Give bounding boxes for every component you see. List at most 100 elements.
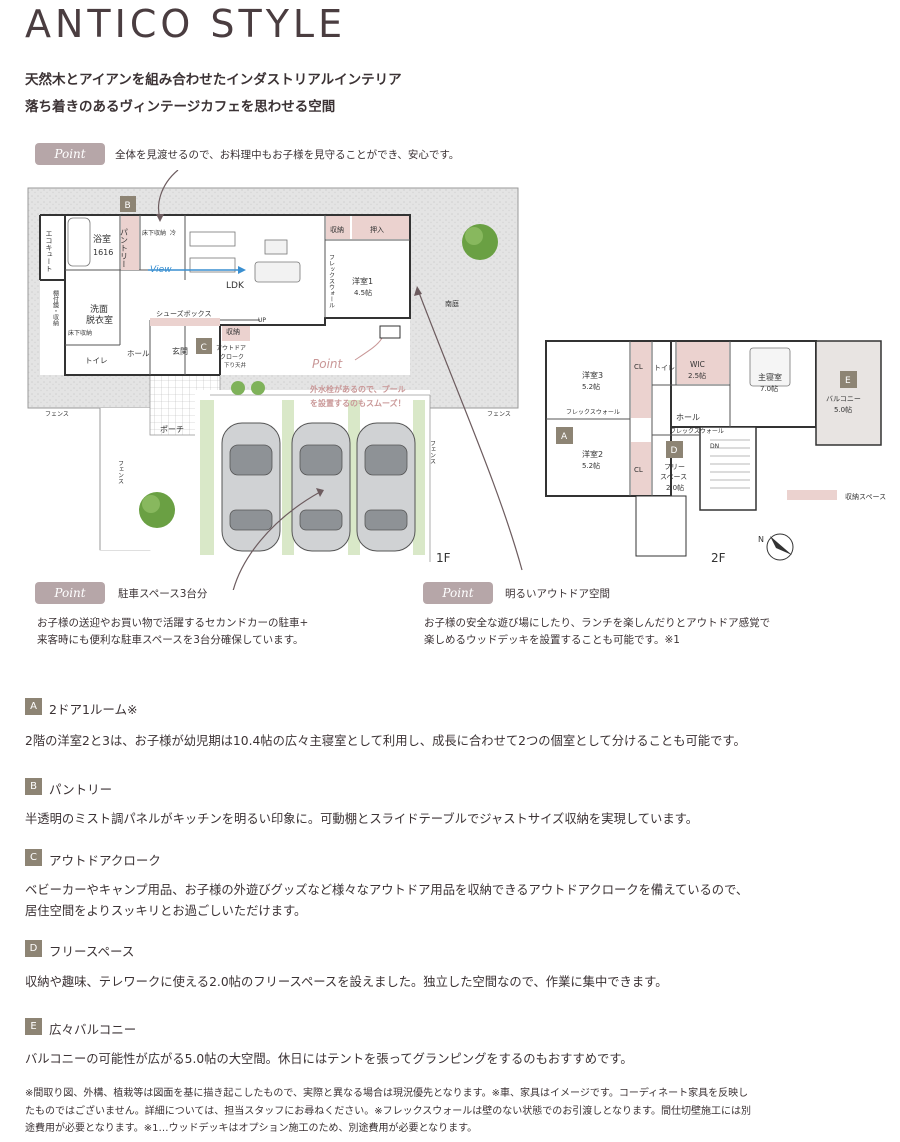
legend-label: 収納スペース (845, 492, 886, 501)
floor-plan-drawing: エコキュート 浴室 1616 パントリー 床下収納 冷 View LDK 収納 … (27, 170, 886, 590)
toilet-label-1f: トイレ (85, 356, 108, 365)
section-c-heading: アウトドアクローク (49, 853, 161, 868)
section-b-marker: B (25, 778, 42, 795)
room3-size: 5.2帖 (582, 382, 600, 391)
section-b-heading: パントリー (49, 782, 113, 797)
toilet-label-2f: トイレ (654, 364, 675, 372)
marker-e (840, 371, 857, 388)
car-2 (291, 422, 351, 552)
balcony-size: 5.0帖 (834, 405, 852, 414)
fence-label-2: フェンス (117, 460, 124, 484)
marker-a-label: A (561, 432, 568, 442)
wash-label: 洗面 (90, 303, 108, 315)
point-3-desc-line-1: お子様の安全な遊び場にしたり、ランチを楽しんだりとアウトドア感覚で (424, 617, 771, 629)
fence-label-4: フェンス (429, 440, 436, 464)
up-label: UP (258, 317, 266, 324)
section-a-heading: 2ドア1ルーム※ (49, 702, 138, 717)
marker-c (196, 338, 212, 354)
cl-label-1: CL (634, 363, 643, 371)
dn-label: DN (710, 443, 719, 450)
section-c-body-line-1: ベビーカーやキャンプ用品、お子様の外遊びグッズなど様々なアウトドア用品を収納でき… (25, 883, 749, 897)
section-c-body-line-2: 居住空間をよりスッキリとお過ごしいただけます。 (25, 904, 307, 918)
free-label-2: スペース (660, 473, 687, 481)
marker-a (556, 427, 573, 444)
footnote-line-2: たものではございません。詳細については、担当スタッフにお尋ねください。※フレック… (25, 1105, 751, 1117)
footnotes: ※間取り図、外構、植栽等は図面を基に描き起こしたもので、実際と異なる場合は現況優… (25, 1085, 885, 1138)
footnote-line-3: 途費用が必要となります。※1…ウッドデッキはオプション施工のため、別途費用が必要… (25, 1123, 478, 1134)
balcony-area (815, 340, 882, 446)
outdoor-cloak-label-2: クローク (220, 354, 244, 361)
porch-label: ポーチ (160, 425, 184, 434)
marker-b-label: B (125, 201, 131, 211)
room2-size: 5.2帖 (582, 461, 600, 470)
north-arrow-icon: N (758, 533, 794, 561)
pool-note-2: を設置するのもスムーズ！ (310, 398, 406, 408)
car-3 (356, 422, 416, 552)
flex-wall-label: フレックスウォール (328, 254, 335, 308)
section-e-body-line-1: バルコニーの可能性が広がる5.0帖の大空間。休日にはテントを張ってグランピングを… (25, 1052, 633, 1066)
car-1 (221, 422, 281, 552)
storage-label: 収納 (330, 225, 344, 234)
wic-label: WIC (690, 360, 705, 369)
page-title: ANTICO STYLE (25, 2, 347, 46)
wash-storage-label: 棚付鏡・収納 (52, 289, 59, 327)
section-a-body: 2階の洋室2と3は、お子様が幼児期は10.4帖の広々主寝室として利用し、成長に合… (25, 731, 746, 752)
subtitle-line-1: 天然木とアイアンを組み合わせたインダストリアルインテリア (25, 72, 402, 88)
point-badge-2: Point (35, 582, 105, 604)
section-c-marker: C (25, 849, 42, 866)
hall-label: ホール (127, 349, 150, 358)
fence-label-1: フェンス (45, 411, 69, 418)
marker-c-label: C (201, 343, 207, 353)
plan-point-label: Point (312, 357, 344, 371)
garden-label: 南庭 (445, 299, 459, 308)
floor-storage-1: 床下収納 (142, 229, 166, 237)
point-badge-1: Point (35, 143, 105, 165)
section-b-body: 半透明のミスト調パネルがキッチンを明るい印象に。可動棚とスライドテーブルでジャス… (25, 809, 698, 830)
north-label: N (758, 535, 764, 544)
bath-size: 1616 (93, 248, 113, 257)
point-1-title: 全体を見渡せるので、お料理中もお子様を見守ることができ、安心です。 (115, 149, 460, 161)
floor-storage-2: 床下収納 (68, 329, 92, 337)
room3-label: 洋室3 (582, 370, 603, 380)
point-3-desc: お子様の安全な遊び場にしたり、ランチを楽しんだりとアウトドア感覚で 楽しめるウッ… (424, 615, 770, 649)
view-label: View (150, 265, 172, 275)
section-d-heading: フリースペース (49, 944, 135, 959)
cl-label-2: CL (634, 466, 643, 474)
pool-note-1: 外水栓があるので、プール (310, 384, 406, 394)
room2-label: 洋室2 (582, 449, 603, 459)
wash-label-2: 脱衣室 (86, 314, 113, 326)
hall-label-2f: ホール (676, 413, 700, 422)
section-d-body: 収納や趣味、テレワークに使える2.0帖のフリースペースを設えました。独立した空間… (25, 972, 668, 993)
section-e-body: バルコニーの可能性が広がる5.0帖の大空間。休日にはテントを張ってグランピングを… (25, 1049, 633, 1070)
section-e-heading: 広々バルコニー (49, 1022, 137, 1037)
marker-b (120, 196, 136, 212)
point-3-title: 明るいアウトドア空間 (505, 588, 610, 600)
bath-label: 浴室 (93, 233, 111, 245)
fence-label-3: フェンス (487, 411, 511, 418)
free-label: フリー (664, 463, 685, 471)
marker-d-label: D (671, 446, 678, 456)
floor-label-1f: 1F (436, 551, 451, 565)
point-badge-3: Point (423, 582, 493, 604)
point-3-desc-line-2: 楽しめるウッドデッキを設置することも可能です。※1 (424, 634, 680, 646)
pantry-label: パントリー (120, 228, 129, 268)
section-a-body-line-1: 2階の洋室2と3は、お子様が幼児期は10.4帖の広々主寝室として利用し、成長に合… (25, 734, 746, 748)
subtitle-line-2: 落ち着きのあるヴィンテージカフェを思わせる空間 (25, 99, 336, 115)
footnote-line-1: ※間取り図、外構、植栽等は図面を基に描き起こしたもので、実際と異なる場合は現況優… (25, 1088, 749, 1099)
point-2-desc: お子様の送迎やお買い物で活躍するセカンドカーの駐車+ 来客時にも便利な駐車スペー… (37, 615, 308, 649)
marker-d (666, 441, 683, 458)
marker-e-label: E (845, 376, 851, 386)
room1-size: 4.5帖 (354, 288, 372, 297)
section-c-body: ベビーカーやキャンプ用品、お子様の外遊びグッズなど様々なアウトドア用品を収納でき… (25, 880, 748, 922)
floor-label-2f: 2F (711, 551, 726, 565)
shoes-label: シューズボックス (156, 309, 211, 318)
flex-wall-label-2f-2: フレックスウォール (670, 427, 724, 435)
drop-ceiling-label: 下り天井 (224, 361, 247, 369)
point-2-desc-line-1: お子様の送迎やお買い物で活躍するセカンドカーの駐車+ (37, 617, 309, 629)
closet-label: 押入 (370, 225, 384, 234)
section-d-marker: D (25, 940, 42, 957)
master-size: 7.0帖 (760, 384, 778, 393)
section-d-body-line-1: 収納や趣味、テレワークに使える2.0帖のフリースペースを設えました。独立した空間… (25, 975, 668, 989)
section-b-body-line-1: 半透明のミスト調パネルがキッチンを明るい印象に。可動棚とスライドテーブルでジャス… (25, 812, 699, 826)
balcony-label: バルコニー (826, 395, 861, 403)
